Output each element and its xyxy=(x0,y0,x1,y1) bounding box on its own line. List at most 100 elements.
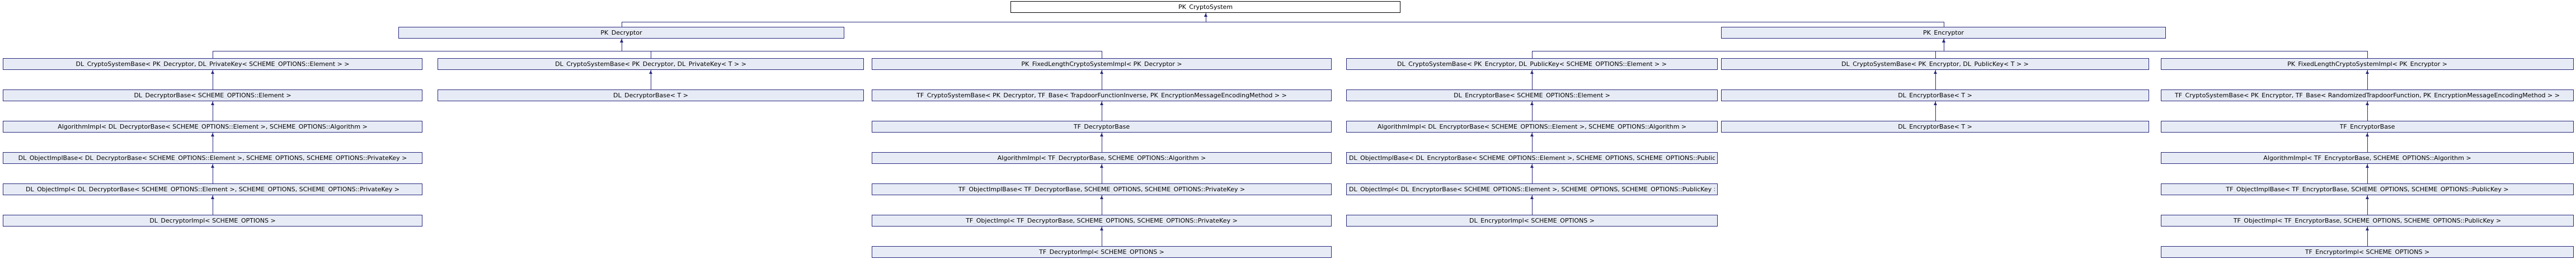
inheritance-arrowhead xyxy=(211,70,214,74)
edge-segment xyxy=(2367,227,2368,246)
class-node-label: DL_DecryptorImpl< SCHEME_OPTIONS > xyxy=(149,218,276,224)
inheritance-arrowhead xyxy=(1530,196,1534,199)
inheritance-arrowhead xyxy=(1530,164,1534,168)
inheritance-arrowhead xyxy=(1204,13,1207,17)
class-node-label: TF_EncryptorImpl< SCHEME_OPTIONS > xyxy=(2305,249,2430,255)
edge-segment xyxy=(2367,101,2368,121)
edge-segment xyxy=(1532,133,1533,152)
class-node-label: DL_CryptoSystemBase< PK_Encryptor, DL_Pu… xyxy=(1397,61,1667,67)
inheritance-arrowhead xyxy=(1530,70,1534,74)
class-node[interactable]: TF_DecryptorImpl< SCHEME_OPTIONS > xyxy=(872,246,1332,258)
class-node-label: PK_Encryptor xyxy=(1923,30,1964,36)
class-node-label: DL_DecryptorBase< T > xyxy=(613,92,688,98)
inheritance-arrowhead xyxy=(2366,70,2369,74)
edge-segment xyxy=(1532,101,1533,121)
class-node[interactable]: DL_DecryptorBase< SCHEME_OPTIONS::Elemen… xyxy=(3,89,422,101)
class-node[interactable]: AlgorithmImpl< TF_DecryptorBase, SCHEME_… xyxy=(872,152,1332,164)
inheritance-arrowhead xyxy=(1100,164,1103,168)
edge-segment xyxy=(2367,195,2368,215)
class-node[interactable]: AlgorithmImpl< TF_EncryptorBase, SCHEME_… xyxy=(2161,152,2574,164)
class-node-label: TF_ObjectImplBase< TF_EncryptorBase, SCH… xyxy=(2226,186,2509,192)
class-node[interactable]: PK_Encryptor xyxy=(1721,27,2166,39)
class-node[interactable]: DL_EncryptorImpl< SCHEME_OPTIONS > xyxy=(1346,215,1718,227)
inheritance-arrowhead xyxy=(2366,133,2369,136)
class-node[interactable]: TF_CryptoSystemBase< PK_Encryptor, TF_Ba… xyxy=(2161,89,2574,101)
class-node-label: DL_EncryptorBase< T > xyxy=(1898,92,1972,98)
class-node-label: TF_ObjectImpl< TF_DecryptorBase, SCHEME_… xyxy=(966,218,1238,224)
class-node-label: DL_EncryptorBase< T > xyxy=(1898,124,1972,130)
class-node[interactable]: DL_ObjectImpl< DL_DecryptorBase< SCHEME_… xyxy=(3,183,422,195)
class-node-label: TF_EncryptorBase xyxy=(2339,124,2395,130)
class-node[interactable]: DL_CryptoSystemBase< PK_Encryptor, DL_Pu… xyxy=(1721,58,2149,70)
inheritance-arrowhead xyxy=(1100,196,1103,199)
inheritance-arrowhead xyxy=(649,70,652,74)
edge-segment xyxy=(1532,51,1533,58)
inheritance-arrowhead xyxy=(1100,102,1103,105)
inheritance-arrowhead xyxy=(1100,227,1103,230)
edge-segment xyxy=(2367,164,2368,183)
class-node-label: TF_CryptoSystemBase< PK_Decryptor, TF_Ba… xyxy=(916,92,1287,98)
class-node-label: TF_ObjectImpl< TF_EncryptorBase, SCHEME_… xyxy=(2233,218,2502,224)
class-node[interactable]: TF_ObjectImplBase< TF_DecryptorBase, SCH… xyxy=(872,183,1332,195)
class-node[interactable]: AlgorithmImpl< DL_EncryptorBase< SCHEME_… xyxy=(1346,121,1718,133)
class-node[interactable]: DL_EncryptorBase< SCHEME_OPTIONS::Elemen… xyxy=(1346,89,1718,101)
inheritance-arrowhead xyxy=(2366,196,2369,199)
class-node[interactable]: PK_FixedLengthCryptoSystemImpl< PK_Decry… xyxy=(872,58,1332,70)
class-node-label: PK_Decryptor xyxy=(600,30,642,36)
class-node[interactable]: DL_CryptoSystemBase< PK_Encryptor, DL_Pu… xyxy=(1346,58,1718,70)
class-node[interactable]: TF_ObjectImpl< TF_DecryptorBase, SCHEME_… xyxy=(872,215,1332,227)
class-node-label: AlgorithmImpl< TF_DecryptorBase, SCHEME_… xyxy=(997,155,1206,161)
class-node-label: TF_DecryptorBase xyxy=(1073,124,1130,130)
class-node[interactable]: TF_DecryptorBase xyxy=(872,121,1332,133)
class-node[interactable]: DL_DecryptorBase< T > xyxy=(438,89,864,101)
class-node[interactable]: DL_DecryptorImpl< SCHEME_OPTIONS > xyxy=(3,215,422,227)
class-node-label: AlgorithmImpl< DL_DecryptorBase< SCHEME_… xyxy=(58,124,368,130)
class-node-label: TF_ObjectImplBase< TF_DecryptorBase, SCH… xyxy=(958,186,1245,192)
class-node[interactable]: DL_EncryptorBase< T > xyxy=(1721,121,2149,133)
edge-segment xyxy=(1935,51,1936,58)
class-node[interactable]: PK_Decryptor xyxy=(398,27,844,39)
inheritance-arrowhead xyxy=(1100,133,1103,136)
class-node[interactable]: TF_EncryptorBase xyxy=(2161,121,2574,133)
class-node[interactable]: TF_CryptoSystemBase< PK_Decryptor, TF_Ba… xyxy=(872,89,1332,101)
class-node-label: PK_FixedLengthCryptoSystemImpl< PK_Decry… xyxy=(1021,61,1182,67)
class-node-label: DL_ObjectImpl< DL_DecryptorBase< SCHEME_… xyxy=(25,186,400,192)
inheritance-arrowhead xyxy=(1934,102,1937,105)
class-node-label: DL_ObjectImplBase< DL_EncryptorBase< SCH… xyxy=(1349,155,1715,161)
inheritance-arrowhead xyxy=(1942,39,1945,43)
class-node[interactable]: DL_ObjectImplBase< DL_DecryptorBase< SCH… xyxy=(3,152,422,164)
inheritance-arrowhead xyxy=(620,39,623,43)
class-node-label: TF_CryptoSystemBase< PK_Encryptor, TF_Ba… xyxy=(2175,92,2560,98)
class-node[interactable]: DL_ObjectImplBase< DL_EncryptorBase< SCH… xyxy=(1346,152,1718,164)
class-node-label: PK_FixedLengthCryptoSystemImpl< PK_Encry… xyxy=(2287,61,2447,67)
class-node-label: DL_DecryptorBase< SCHEME_OPTIONS::Elemen… xyxy=(134,92,292,98)
class-node[interactable]: AlgorithmImpl< DL_DecryptorBase< SCHEME_… xyxy=(3,121,422,133)
edge-segment xyxy=(1532,164,1533,183)
class-node-label: TF_DecryptorImpl< SCHEME_OPTIONS > xyxy=(1039,249,1164,255)
class-node-label: DL_CryptoSystemBase< PK_Decryptor, DL_Pr… xyxy=(76,61,350,67)
class-node[interactable]: PK_CryptoSystem xyxy=(1010,1,1400,13)
class-node[interactable]: TF_ObjectImplBase< TF_EncryptorBase, SCH… xyxy=(2161,183,2574,195)
edge-segment xyxy=(1532,195,1533,215)
class-node[interactable]: DL_CryptoSystemBase< PK_Decryptor, DL_Pr… xyxy=(438,58,864,70)
edge-segment xyxy=(1935,101,1936,121)
class-node[interactable]: DL_ObjectImpl< DL_EncryptorBase< SCHEME_… xyxy=(1346,183,1718,195)
class-node-label: DL_ObjectImpl< DL_EncryptorBase< SCHEME_… xyxy=(1349,186,1715,192)
class-node-label: AlgorithmImpl< TF_EncryptorBase, SCHEME_… xyxy=(2263,155,2471,161)
class-node[interactable]: DL_EncryptorBase< T > xyxy=(1721,89,2149,101)
edge-segment xyxy=(1935,70,1936,89)
inheritance-arrowhead xyxy=(211,164,214,168)
edge-segment xyxy=(2367,70,2368,89)
class-node-label: DL_CryptoSystemBase< PK_Decryptor, DL_Pr… xyxy=(555,61,746,67)
inheritance-arrowhead xyxy=(1530,102,1534,105)
inheritance-arrowhead xyxy=(1934,70,1937,74)
inheritance-arrowhead xyxy=(1100,70,1103,74)
class-node[interactable]: TF_EncryptorImpl< SCHEME_OPTIONS > xyxy=(2161,246,2574,258)
class-node[interactable]: TF_ObjectImpl< TF_EncryptorBase, SCHEME_… xyxy=(2161,215,2574,227)
class-node[interactable]: DL_CryptoSystemBase< PK_Decryptor, DL_Pr… xyxy=(3,58,422,70)
edge-segment xyxy=(2367,133,2368,152)
class-node[interactable]: PK_FixedLengthCryptoSystemImpl< PK_Encry… xyxy=(2161,58,2574,70)
class-node-label: DL_CryptoSystemBase< PK_Encryptor, DL_Pu… xyxy=(1841,61,2029,67)
edge-segment xyxy=(2367,51,2368,58)
